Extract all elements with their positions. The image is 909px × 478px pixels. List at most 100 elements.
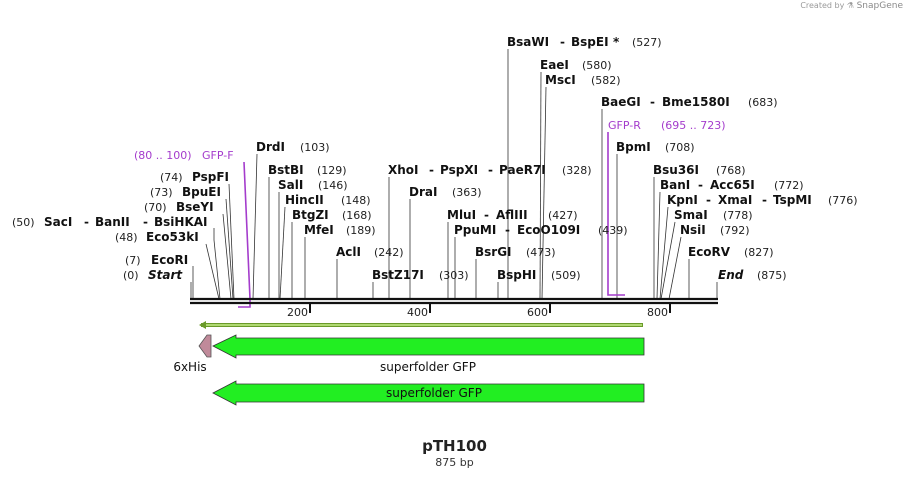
enzyme-label-bstbi: BstBI (268, 163, 304, 177)
enzyme-label-bsphi: BspHI (497, 268, 536, 282)
enzyme-pos-afliii: (427) (548, 209, 578, 222)
enzyme-pos-tspmi: (776) (828, 194, 858, 207)
enzyme-line-kpni (659, 206, 669, 300)
primer-gfp-r-range: (695 .. 723) (661, 119, 726, 132)
enzyme-separator: - (429, 163, 434, 177)
enzyme-label-baegi: BaeGI (601, 95, 641, 109)
enzyme-label-drai: DraI (409, 185, 437, 199)
axis-tick-label: 400 (407, 306, 428, 319)
feature-6xhis-label: 6xHis (173, 360, 206, 374)
enzyme-pos-bme1580i: (683) (748, 96, 778, 109)
enzyme-label-eco53ki: Eco53kI (146, 230, 199, 244)
enzyme-separator: - (560, 35, 565, 49)
axis-ticks (309, 304, 671, 313)
enzyme-label-ppumi: PpuMI (454, 223, 496, 237)
enzyme-pos-eco53ki: (48) (115, 231, 138, 244)
primer-gfp-r-line (607, 132, 625, 296)
enzyme-line-smai (660, 221, 676, 300)
enzyme-pos-ecorv: (827) (744, 246, 774, 259)
translation-superfolder-gfp-arrow (212, 380, 645, 406)
enzyme-line-sacI (213, 228, 221, 300)
enzyme-pos-ecori: (7) (125, 254, 141, 267)
enzyme-label-mfei: MfeI (304, 223, 334, 237)
orf-arrowhead (199, 321, 206, 329)
enzyme-label-bpuei: BpuEI (182, 185, 221, 199)
feature-superfolder-gfp (212, 334, 645, 359)
enzyme-label-smai: SmaI (674, 208, 708, 222)
enzyme-line-pspfi (228, 183, 235, 300)
enzyme-label-sacI: SacI (44, 215, 72, 229)
enzyme-label-afliii: AflIII (496, 208, 528, 222)
enzyme-pos-eaei: (580) (582, 59, 612, 72)
plasmid-length: 875 bp (435, 456, 474, 469)
enzyme-pos-ecoo109i: (439) (598, 224, 628, 237)
enzyme-label-bspei: BspEI (571, 35, 609, 49)
enzyme-pos-acc65i: (772) (774, 179, 804, 192)
enzyme-pos-sali: (146) (318, 179, 348, 192)
enzyme-label-xmai: XmaI (718, 193, 752, 207)
enzyme-pos-bsu36i: (768) (716, 164, 746, 177)
enzyme-pos-end: (875) (757, 269, 787, 282)
enzyme-label-bsrgi: BsrGI (475, 245, 512, 259)
feature-superfolder-gfp-arrow (212, 334, 645, 359)
enzyme-label-bpmi: BpmI (616, 140, 651, 154)
enzyme-line-nsii (668, 236, 682, 300)
enzyme-pos-bstbi: (129) (317, 164, 347, 177)
enzyme-pos-hincii: (148) (341, 194, 371, 207)
enzyme-pos-bspei: (527) (632, 36, 662, 49)
enzyme-pos-pspfi: (74) (160, 171, 183, 184)
methylation-mark: * (613, 35, 620, 49)
enzyme-label-mlui: MluI (447, 208, 476, 222)
enzyme-line-drdi (252, 153, 258, 300)
enzyme-label-banii: BanII (95, 215, 130, 229)
enzyme-label-bme1580i: Bme1580I (662, 95, 730, 109)
enzyme-label-kpni: KpnI (667, 193, 698, 207)
enzyme-pos-bstz17i: (303) (439, 269, 469, 282)
primer-gfp-f-label: GFP-F (202, 149, 234, 162)
enzyme-separator: - (484, 208, 489, 222)
enzyme-separator: - (706, 193, 711, 207)
snapgene-credit: Created by ⚗ SnapGene (800, 1, 903, 11)
enzyme-separator: - (143, 215, 148, 229)
credit-brand: SnapGene (856, 1, 903, 11)
enzyme-pos-mfei: (189) (346, 224, 376, 237)
enzyme-label-acli: AclI (336, 245, 361, 259)
enzyme-separator: - (698, 178, 703, 192)
enzyme-label-end: End (718, 268, 744, 282)
enzyme-pos-msci: (582) (591, 74, 621, 87)
axis-tick-label: 800 (647, 306, 668, 319)
enzyme-label-btgzi: BtgZI (292, 208, 329, 222)
enzyme-pos-bseyi: (70) (144, 201, 167, 214)
enzyme-pos-paer7i: (328) (562, 164, 592, 177)
enzyme-line-bpueI (225, 198, 234, 300)
enzyme-pos-bsphi: (509) (551, 269, 581, 282)
enzyme-label-msci: MscI (545, 73, 576, 87)
axis-tick-label: 200 (287, 306, 308, 319)
enzyme-separator: - (84, 215, 89, 229)
enzyme-label-bani: BanI (660, 178, 690, 192)
enzyme-separator: - (762, 193, 767, 207)
primer-gfp-f (238, 161, 251, 308)
enzyme-pos-drdi: (103) (300, 141, 330, 154)
enzyme-line-eco53ki (205, 243, 220, 300)
enzyme-label-drdi: DrdI (256, 140, 285, 154)
enzyme-label-pspfi: PspFI (192, 170, 229, 184)
plasmid-name: pTH100 (422, 437, 487, 455)
enzyme-label-nsii: NsiI (680, 223, 706, 237)
enzyme-line-eaei (539, 71, 542, 300)
enzyme-separator: - (650, 95, 655, 109)
primer-gfp-r-label: GFP-R (608, 119, 641, 132)
enzyme-label-ecoo109i: EcoO109I (517, 223, 580, 237)
feature-6xhis-arrow (198, 334, 212, 358)
translation-superfolder-gfp-label: superfolder GFP (386, 386, 482, 400)
feature-6xhis (198, 334, 212, 358)
enzyme-pos-acli: (242) (374, 246, 404, 259)
credit-prefix: Created by (800, 1, 845, 10)
enzyme-label-hincii: HincII (285, 193, 324, 207)
enzyme-label-bsihkai: BsiHKAI (154, 215, 208, 229)
enzyme-line-bani (656, 191, 661, 300)
enzyme-separator: - (505, 223, 510, 237)
enzyme-pos-bsrgi: (473) (526, 246, 556, 259)
enzyme-label-acc65i: Acc65I (710, 178, 755, 192)
